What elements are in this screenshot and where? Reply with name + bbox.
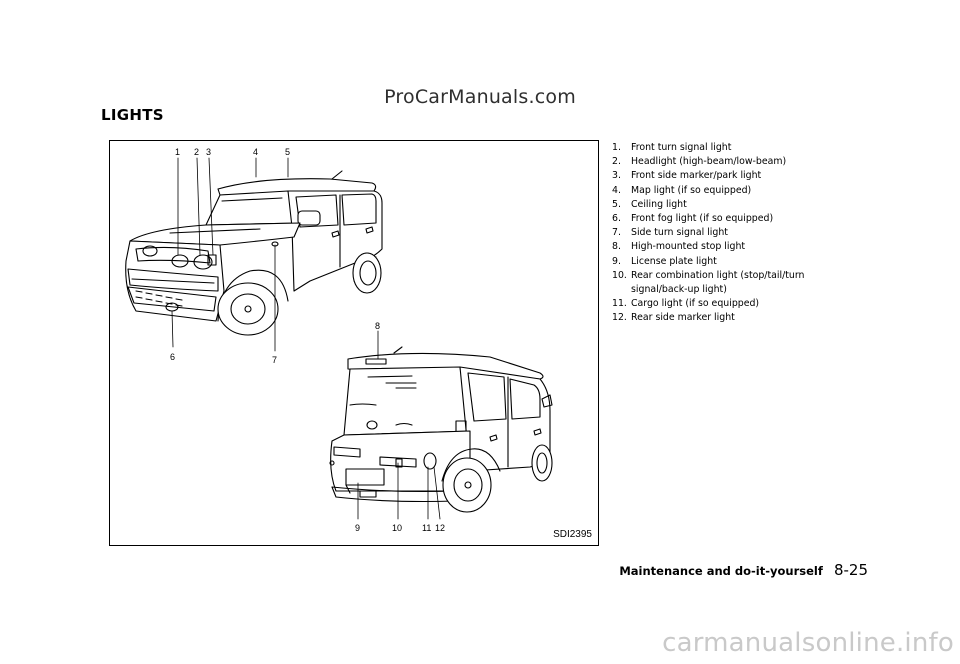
- callout-7: 7: [272, 355, 277, 365]
- callout-6: 6: [170, 352, 175, 362]
- watermark-top: ProCarManuals.com: [384, 86, 576, 108]
- legend-number: 4.: [612, 184, 621, 196]
- chapter-title: Maintenance and do-it-yourself: [619, 564, 823, 578]
- legend-text: Side turn signal light: [631, 227, 728, 239]
- callout-3: 3: [206, 147, 211, 157]
- legend-number: 1.: [612, 142, 621, 153]
- callout-2: 2: [194, 147, 199, 157]
- section-title: LIGHTS: [101, 106, 164, 124]
- legend-text: Front turn signal light: [631, 142, 732, 153]
- legend-number: 5.: [612, 198, 621, 210]
- legend-item: 5. Ceiling light: [612, 198, 862, 212]
- callout-1: 1: [175, 147, 180, 157]
- legend-text: Map light (if so equipped): [631, 184, 752, 196]
- legend-text: Front fog light (if so equipped): [631, 213, 774, 225]
- legend-item: 7. Side turn signal light: [612, 226, 862, 240]
- legend-item: 9. License plate light: [612, 255, 862, 269]
- legend-number: 8.: [612, 241, 621, 253]
- callout-4: 4: [253, 147, 258, 157]
- legend-text: Ceiling light: [631, 198, 687, 210]
- legend-item: 8. High-mounted stop light: [612, 240, 862, 254]
- lights-figure: 1 2 3 4 5 6 7 8 9 10 11 12 SDI2395: [109, 140, 599, 546]
- lights-legend: 1. Front turn signal light 2. Headlight (h…: [612, 141, 862, 326]
- legend-number: 7.: [612, 227, 621, 239]
- callout-9: 9: [355, 523, 360, 533]
- legend-item: 2. Headlight (high-beam/low-beam): [612, 155, 862, 169]
- legend-text: High-mounted stop light: [631, 241, 746, 253]
- rear-view-car: [329, 346, 553, 513]
- watermark-bottom: carmanualsonline.info: [662, 628, 954, 658]
- legend-item: 1. Front turn signal light: [612, 141, 862, 155]
- legend-number: 12.: [612, 312, 627, 324]
- rear-callout-lines: [357, 330, 441, 520]
- legend-number: 10.: [612, 269, 627, 281]
- legend-number: 3.: [612, 170, 621, 182]
- legend-item: 11. Cargo light (if so equipped): [612, 297, 862, 311]
- legend-item: 6. Front fog light (if so equipped): [612, 212, 862, 226]
- legend-item: 4. Map light (if so equipped): [612, 184, 862, 198]
- callout-5: 5: [285, 147, 290, 157]
- legend-number: 2.: [612, 156, 621, 168]
- legend-number: 9.: [612, 255, 621, 267]
- legend-item: 10. Rear combination light (stop/tail/tur…: [612, 269, 862, 297]
- callout-10: 10: [392, 523, 402, 533]
- legend-text: Front side marker/park light: [631, 170, 762, 182]
- callout-12: 12: [435, 523, 445, 533]
- figure-code: SDI2395: [553, 529, 592, 540]
- front-view-car: [125, 170, 383, 336]
- legend-item: 12. Rear side marker light: [612, 311, 862, 325]
- legend-text: Cargo light (if so equipped): [631, 298, 760, 310]
- legend-text: License plate light: [631, 255, 717, 267]
- page-number: 8-25: [833, 561, 868, 579]
- legend-item: 3. Front side marker/park light: [612, 169, 862, 183]
- front-callout-lines: [171, 157, 289, 352]
- callout-8: 8: [375, 321, 380, 331]
- legend-number: 6.: [612, 213, 621, 225]
- page-footer: Maintenance and do-it-yourself 8-25: [619, 560, 868, 579]
- legend-text: Rear side marker light: [631, 312, 735, 324]
- legend-text: Headlight (high-beam/low-beam): [631, 156, 787, 168]
- callout-11: 11: [422, 523, 431, 533]
- car-illustration: 1 2 3 4 5 6 7 8 9 10 11 12: [125, 147, 553, 533]
- legend-text: Rear combination light (stop/tail/turn s…: [631, 269, 805, 296]
- legend-number: 11.: [612, 298, 627, 310]
